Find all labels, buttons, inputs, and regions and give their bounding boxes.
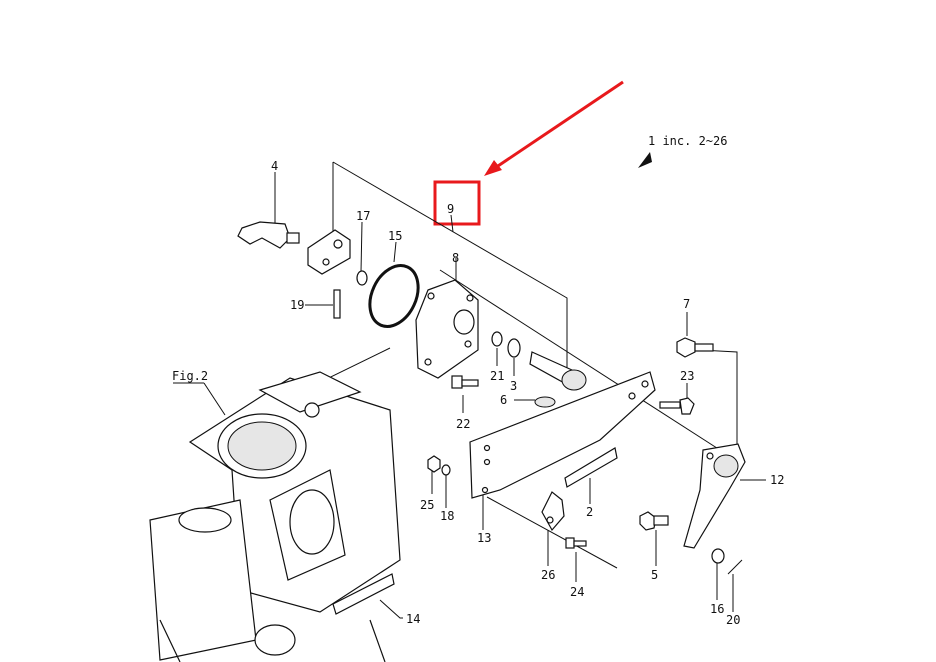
triangle-marker-icon bbox=[638, 152, 652, 168]
callout-6: 6 bbox=[500, 393, 507, 407]
callout-4: 4 bbox=[271, 159, 278, 173]
part-23-bolt bbox=[659, 397, 695, 415]
part-18-washer bbox=[441, 464, 451, 476]
callout-21: 21 bbox=[490, 369, 504, 383]
callout-13: 13 bbox=[477, 531, 491, 545]
callout-20: 20 bbox=[726, 613, 740, 627]
part-7-bolt bbox=[676, 337, 714, 358]
part-5-pin bbox=[639, 511, 669, 531]
part-16-washer bbox=[711, 548, 725, 564]
part-22-bolt bbox=[451, 375, 479, 389]
part-19-pin bbox=[333, 289, 341, 319]
callout-2: 2 bbox=[586, 505, 593, 519]
callout-15: 15 bbox=[388, 229, 402, 243]
part-26-clamp bbox=[541, 491, 565, 532]
part-2-plate bbox=[564, 447, 618, 488]
part-13-bracket bbox=[469, 371, 656, 499]
highlight-arrow-icon bbox=[484, 80, 624, 176]
callout-18: 18 bbox=[440, 509, 454, 523]
callout-22: 22 bbox=[456, 417, 470, 431]
part-9-shaft bbox=[529, 351, 587, 391]
part-8-cover bbox=[415, 279, 479, 379]
part-24-bolt bbox=[565, 537, 587, 549]
part-20-split-pin bbox=[727, 559, 743, 575]
callout-17: 17 bbox=[356, 209, 370, 223]
callout-7: 7 bbox=[683, 297, 690, 311]
fig-label: Fig.2 bbox=[172, 369, 208, 383]
part-6-key bbox=[534, 396, 556, 408]
callout-24: 24 bbox=[570, 585, 584, 599]
part-17-block bbox=[307, 229, 351, 275]
part-14-plate bbox=[332, 573, 395, 615]
part-12-arm bbox=[683, 443, 746, 549]
callout-9: 9 bbox=[447, 202, 454, 216]
callout-3: 3 bbox=[510, 379, 517, 393]
part-15-o-ring bbox=[368, 264, 420, 328]
callout-5: 5 bbox=[651, 568, 658, 582]
callout-23: 23 bbox=[680, 369, 694, 383]
highlight-box bbox=[433, 180, 481, 226]
inclusion-note: 1 inc. 2~26 bbox=[648, 134, 727, 148]
part-3-washer bbox=[507, 338, 521, 358]
pump-housing bbox=[149, 371, 401, 662]
callout-8: 8 bbox=[452, 251, 459, 265]
part-25-nut bbox=[427, 455, 441, 473]
part-21-washer bbox=[491, 331, 503, 347]
callout-14: 14 bbox=[406, 612, 420, 626]
part-4-lever bbox=[237, 221, 300, 249]
part-17-ring bbox=[356, 270, 368, 286]
callout-19: 19 bbox=[290, 298, 304, 312]
callout-16: 16 bbox=[710, 602, 724, 616]
callout-26: 26 bbox=[541, 568, 555, 582]
callout-12: 12 bbox=[770, 473, 784, 487]
callout-25: 25 bbox=[420, 498, 434, 512]
